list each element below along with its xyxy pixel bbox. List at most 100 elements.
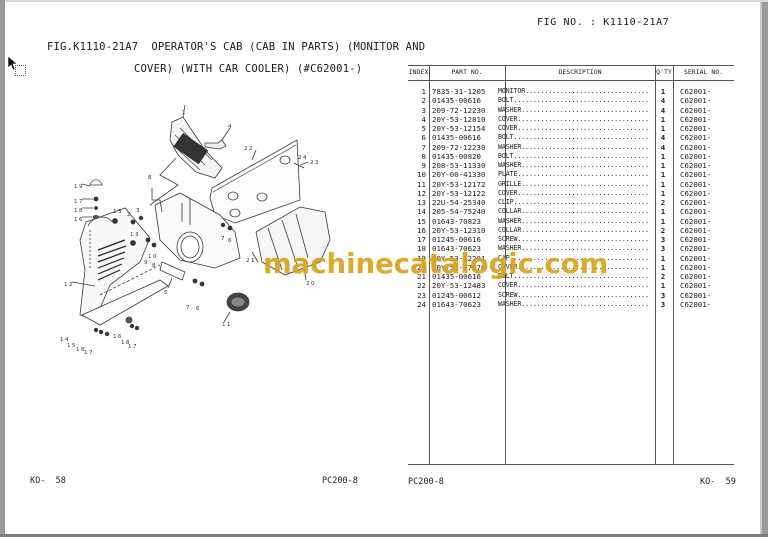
diagram-callout-label: 11 xyxy=(222,322,232,328)
header-part-no: PART NO. xyxy=(451,68,483,76)
left-scrollbar[interactable] xyxy=(0,0,5,537)
row-serial-no: C62001- xyxy=(680,114,712,124)
row-part-no: 01643-70823 xyxy=(432,216,481,226)
diagram-callout-label: 17 xyxy=(128,344,138,350)
row-qty: 4 xyxy=(660,133,666,143)
right-footer-page-number: KO- 59 xyxy=(700,477,736,487)
figure-title-line2: COVER) (WITH CAR COOLER) (#C62001-) xyxy=(134,63,363,75)
row-qty: 1 xyxy=(660,161,666,170)
left-footer-model: PC200-8 xyxy=(322,476,358,486)
row-qty: 2 xyxy=(660,198,666,207)
top-border xyxy=(0,0,768,2)
right-scrollbar-edge xyxy=(760,2,762,534)
table-top-rule xyxy=(408,65,734,66)
row-qty: 1 xyxy=(660,262,666,272)
row-part-no: 22U-54-25340 xyxy=(432,198,486,207)
row-description: COLLAR..................................… xyxy=(498,225,650,234)
row-index: 4 xyxy=(421,114,426,124)
diagram-callout-label: 19 xyxy=(74,184,84,190)
row-part-no: 01245-00612 xyxy=(432,290,481,300)
column-divider xyxy=(655,65,656,464)
arrow-cursor-icon xyxy=(7,55,18,71)
row-part-no: 7835-31-1205 xyxy=(432,87,486,96)
row-part-no: 20Y-53-12291 xyxy=(432,253,486,263)
row-index: 15 xyxy=(417,216,426,226)
row-serial-no: C62001- xyxy=(680,253,712,263)
diagram-callout-label: 16 xyxy=(74,217,84,223)
diagram-callout-label: 24 xyxy=(298,155,308,161)
row-serial-no: C62001- xyxy=(680,225,712,235)
row-index: 8 xyxy=(421,151,426,161)
row-serial-no: C62001- xyxy=(680,170,712,180)
row-qty: 1 xyxy=(660,253,666,263)
row-serial-no: C62001- xyxy=(680,281,712,291)
row-serial-no: C62001- xyxy=(680,142,712,152)
diagram-callout-label: 16 xyxy=(113,334,123,340)
row-index: 10 xyxy=(417,170,426,180)
row-part-no: 20Y-53-12154 xyxy=(432,124,486,133)
row-serial-no: C62001- xyxy=(680,262,712,272)
row-description: WASHER..................................… xyxy=(498,244,650,253)
header-qty: Q'TY xyxy=(656,68,672,76)
diagram-callout-label: 22 xyxy=(244,146,254,152)
row-qty: 1 xyxy=(660,188,666,198)
row-part-no: 01435-00616 xyxy=(432,96,481,106)
diagram-callout-label: 15 xyxy=(67,343,77,349)
diagram-callout-label: 9 xyxy=(144,260,149,266)
table-header-rule xyxy=(408,80,734,81)
diagram-callout-label: 6 xyxy=(196,306,201,312)
diagram-callout-label: 10 xyxy=(148,254,158,260)
row-serial-no: C62001- xyxy=(680,198,712,207)
diagram-callout-label: 23 xyxy=(310,160,320,166)
column-divider xyxy=(505,65,506,464)
row-index: 22 xyxy=(417,281,426,291)
row-qty: 1 xyxy=(660,87,666,96)
diagram-callout-label: 13 xyxy=(113,209,123,215)
right-scrollbar[interactable] xyxy=(762,2,768,534)
diagram-callout-label: 7 xyxy=(221,236,226,242)
row-qty: 1 xyxy=(660,281,666,291)
row-description: BOLT....................................… xyxy=(498,272,650,280)
row-serial-no: C62001- xyxy=(680,244,712,254)
row-serial-no: C62001- xyxy=(680,105,712,115)
row-qty: 3 xyxy=(660,235,666,244)
row-description: WASHER..................................… xyxy=(498,105,650,114)
row-serial-no: C62001- xyxy=(680,188,712,198)
diagram-callout-label: 18 xyxy=(76,347,86,353)
row-description: COVER...................................… xyxy=(498,188,650,197)
diagram-callout-label: 2 xyxy=(127,212,132,218)
row-part-no: 01435-00820 xyxy=(432,151,481,161)
diagram-callout-label: 7 xyxy=(186,305,191,311)
table-row: 8 01435-00820 BOLT........................… xyxy=(408,152,734,161)
row-index: 21 xyxy=(417,272,426,281)
row-part-no: 20Y-53-12172 xyxy=(432,179,486,189)
parts-table: INDEX PART NO. DESCRIPTION Q'TY SERIAL N… xyxy=(408,65,734,465)
left-footer-page-number: KO- 58 xyxy=(30,476,66,486)
row-description: GRILLE..................................… xyxy=(498,179,650,188)
diagram-callout-label: 14 xyxy=(60,337,70,343)
row-description: WASHER..................................… xyxy=(498,299,650,308)
header-serial-no: SERIAL NO. xyxy=(683,68,724,76)
column-divider xyxy=(673,65,674,464)
row-description: BOLT....................................… xyxy=(498,151,650,160)
row-qty: 3 xyxy=(660,244,666,254)
row-serial-no: C62001- xyxy=(680,290,712,300)
row-serial-no: C62001- xyxy=(680,133,712,143)
row-part-no: 208-53-11330 xyxy=(432,161,486,170)
row-index: 18 xyxy=(417,244,426,254)
row-index: 13 xyxy=(417,198,426,207)
diagram-callout-label: 4 xyxy=(228,124,233,130)
